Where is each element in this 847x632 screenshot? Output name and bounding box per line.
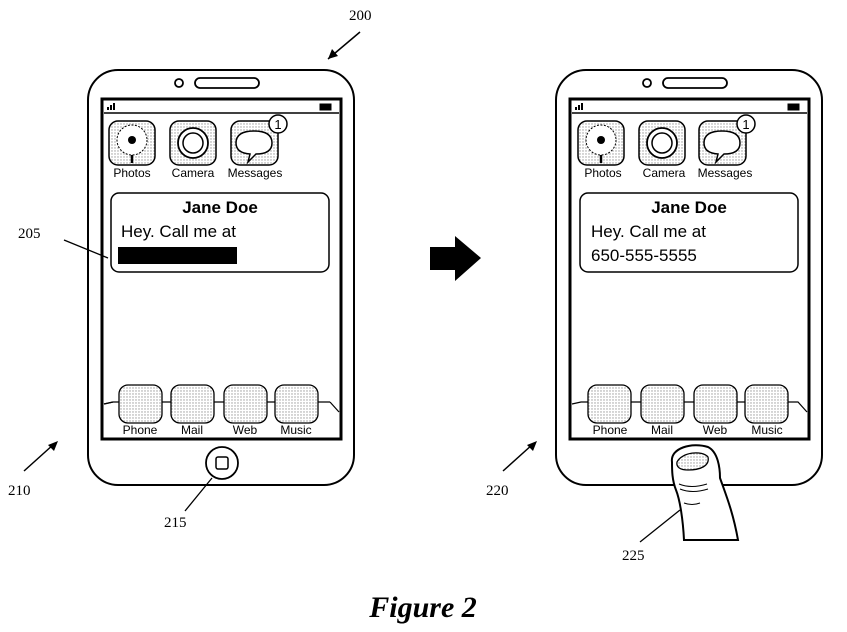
badge xyxy=(736,114,756,134)
dock-app-phone[interactable]: Phone xyxy=(118,384,163,437)
label-220: 220 xyxy=(486,441,537,499)
reference-225: 225 xyxy=(622,548,645,564)
dock-app-music[interactable]: Music xyxy=(744,384,789,437)
phone-unlocked: Photos Camera Messages 1 Jane Doe Hey. C… xyxy=(555,69,823,541)
notification-sender: Jane Doe xyxy=(651,198,727,217)
notification-card[interactable]: Jane Doe Hey. Call me at 650-555-5555 xyxy=(579,192,799,273)
speaker-grille xyxy=(194,77,260,89)
home-button-icon[interactable] xyxy=(205,446,239,480)
label-210: 210 xyxy=(8,441,58,499)
redacted-phone-number xyxy=(118,247,237,264)
app-camera-label: Camera xyxy=(172,166,215,180)
reference-220: 220 xyxy=(486,483,509,499)
messages-badge-count: 1 xyxy=(742,117,749,132)
app-camera[interactable]: Camera xyxy=(169,120,217,180)
app-messages[interactable]: Messages 1 xyxy=(228,114,288,180)
front-camera-icon xyxy=(174,78,184,88)
dock-app-web[interactable]: Web xyxy=(223,384,268,437)
notification-text-line1: Hey. Call me at xyxy=(591,222,706,241)
notification-text-line1: Hey. Call me at xyxy=(121,222,236,241)
app-messages[interactable]: Messages 1 xyxy=(698,114,756,180)
battery-icon xyxy=(787,103,800,111)
camera-lens-icon xyxy=(177,127,209,159)
app-photos[interactable]: Photos xyxy=(577,120,625,180)
right-arrow-icon xyxy=(430,236,481,281)
label-225: 225 xyxy=(622,509,681,564)
app-messages-label: Messages xyxy=(228,166,283,180)
dock xyxy=(571,401,808,413)
label-200: 200 xyxy=(327,8,372,60)
app-camera[interactable]: Camera xyxy=(638,120,686,180)
dock-app-mail-label: Mail xyxy=(651,423,673,437)
figure-caption: Figure 2 xyxy=(368,591,477,624)
reference-210: 210 xyxy=(8,483,31,499)
notification-phone-number: 650-555-5555 xyxy=(591,246,697,265)
phone-locked: Photos Camera Messages 1 Jane Doe Hey. C… xyxy=(87,69,355,486)
dock-app-mail-label: Mail xyxy=(181,423,203,437)
dock-app-music-label: Music xyxy=(751,423,782,437)
notification-sender: Jane Doe xyxy=(182,198,258,217)
label-205: 205 xyxy=(18,226,109,259)
dock-app-phone[interactable]: Phone xyxy=(587,384,632,437)
dock-app-phone-label: Phone xyxy=(123,423,158,437)
reference-200: 200 xyxy=(349,8,372,24)
reference-215: 215 xyxy=(164,515,187,531)
speech-bubble-icon xyxy=(235,130,273,165)
dock-app-music[interactable]: Music xyxy=(274,384,319,437)
dock-app-web-label: Web xyxy=(703,423,728,437)
messages-badge-count: 1 xyxy=(274,117,281,132)
dock-app-phone-label: Phone xyxy=(593,423,628,437)
notification-card[interactable]: Jane Doe Hey. Call me at xyxy=(110,192,330,273)
speech-bubble-icon xyxy=(703,130,741,165)
badge xyxy=(268,114,288,134)
camera-lens-icon xyxy=(646,127,678,159)
dock-app-mail[interactable]: Mail xyxy=(170,384,215,437)
dock-app-music-label: Music xyxy=(280,423,311,437)
app-photos-label: Photos xyxy=(584,166,621,180)
label-215: 215 xyxy=(164,477,213,531)
sunflower-icon xyxy=(116,124,148,163)
app-messages-label: Messages xyxy=(698,166,753,180)
app-camera-label: Camera xyxy=(643,166,686,180)
app-photos[interactable]: Photos xyxy=(108,120,156,180)
reference-205: 205 xyxy=(18,226,41,242)
battery-icon xyxy=(319,103,332,111)
speaker-grille xyxy=(662,77,728,89)
sunflower-icon xyxy=(585,124,617,163)
app-photos-label: Photos xyxy=(113,166,150,180)
front-camera-icon xyxy=(642,78,652,88)
dock-app-web[interactable]: Web xyxy=(693,384,738,437)
signal-icon xyxy=(107,103,115,110)
signal-icon xyxy=(575,103,583,110)
finger-icon xyxy=(670,444,740,541)
dock-app-web-label: Web xyxy=(233,423,258,437)
dock-app-mail[interactable]: Mail xyxy=(640,384,685,437)
